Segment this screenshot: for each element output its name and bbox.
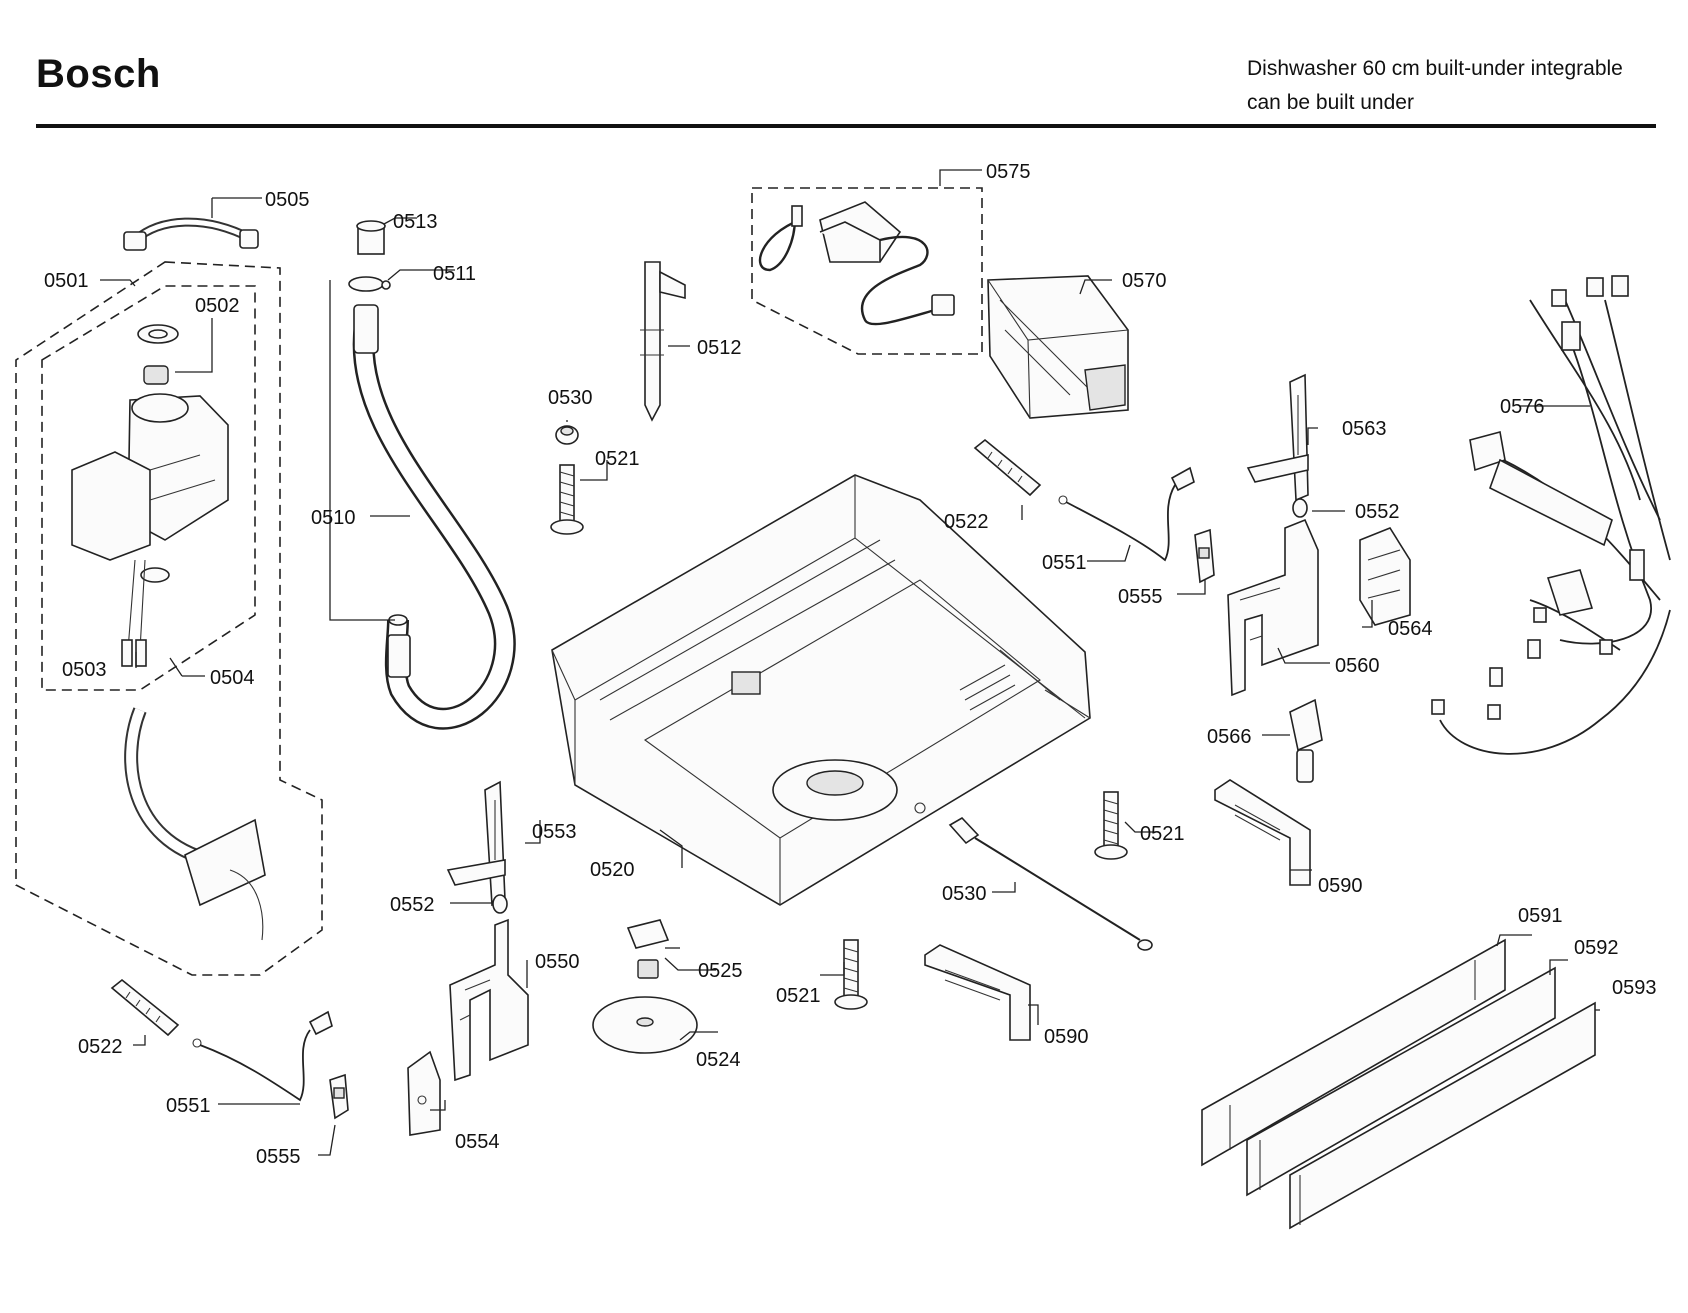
part-0590-support-bracket-upper xyxy=(1214,779,1311,886)
assembly-outline-0501 xyxy=(15,261,323,976)
callout-0563: 0563 xyxy=(1342,418,1387,440)
part-0550-hinge-plate xyxy=(449,918,529,1082)
callout-0592: 0592 xyxy=(1574,937,1619,959)
model-description-line-2: can be built under xyxy=(1247,91,1414,114)
callout-0590-lower: 0590 xyxy=(1044,1026,1089,1048)
callout-0524: 0524 xyxy=(696,1049,741,1071)
part-0530-cable-with-nut xyxy=(948,816,1153,951)
callout-0501: 0501 xyxy=(44,270,89,292)
part-0553-hinge-upper xyxy=(446,780,506,907)
part-0555-sensor-left xyxy=(329,1073,349,1120)
part-0522-heater-rod-right xyxy=(973,438,1042,497)
assembly-outline-0502 xyxy=(41,285,256,691)
callout-0511: 0511 xyxy=(433,263,476,285)
callout-0576: 0576 xyxy=(1500,396,1545,418)
callout-0575: 0575 xyxy=(986,161,1031,183)
part-0520-base-frame xyxy=(551,474,1091,906)
callout-0505: 0505 xyxy=(265,189,310,211)
part-0513-cap xyxy=(356,220,386,255)
assembly-outline-0575 xyxy=(751,187,983,355)
part-0554-bracket-left xyxy=(407,1050,441,1136)
callout-labels: 0505 0501 0502 0503 0504 0513 0511 0510 … xyxy=(44,161,1657,1168)
leader-lines xyxy=(100,169,1600,1156)
part-0552-clip-right xyxy=(1292,498,1308,518)
part-0521-screw-foot-lower xyxy=(834,939,868,1010)
model-description: Dishwasher 60 cm built-under integrable … xyxy=(1247,52,1623,120)
callout-0560: 0560 xyxy=(1335,655,1380,677)
part-0525-float-switch xyxy=(626,919,670,979)
part-0522-heater-rod-left xyxy=(110,978,180,1037)
callout-0551-left: 0551 xyxy=(166,1095,211,1117)
part-0521-screw-foot-upper xyxy=(550,464,584,535)
callout-0530-upper: 0530 xyxy=(548,387,593,409)
callout-0566: 0566 xyxy=(1207,726,1252,748)
part-0575-heater-pump xyxy=(758,201,955,326)
callout-0510: 0510 xyxy=(311,507,356,529)
callout-0570: 0570 xyxy=(1122,270,1167,292)
callout-0521-right: 0521 xyxy=(1140,823,1185,845)
callout-0590-upper: 0590 xyxy=(1318,875,1363,897)
part-0591-plinth-rear xyxy=(1201,938,1506,1167)
callout-0555-left: 0555 xyxy=(256,1146,301,1168)
callout-0513: 0513 xyxy=(393,211,438,233)
part-0524-float-disc xyxy=(592,996,698,1054)
part-0551-sensor-cable-left xyxy=(192,1010,333,1102)
part-0521-screw-foot-right xyxy=(1094,791,1128,860)
part-0566-latch xyxy=(1289,698,1323,783)
callout-0512: 0512 xyxy=(697,337,742,359)
part-0505-hose xyxy=(123,217,259,251)
part-0576-wiring-harness xyxy=(1431,275,1671,755)
part-0512-guide-rail xyxy=(640,261,686,422)
part-0551-sensor-cable-right xyxy=(1058,466,1195,562)
callout-0553: 0553 xyxy=(532,821,577,843)
part-0510-drain-hose xyxy=(352,304,516,730)
part-0552-clip-left xyxy=(492,894,508,914)
part-0563-hinge-upper-right xyxy=(1246,373,1309,502)
callout-0550: 0550 xyxy=(535,951,580,973)
callout-0551-right: 0551 xyxy=(1042,552,1087,574)
callout-0555-right: 0555 xyxy=(1118,586,1163,608)
part-0511-clamp xyxy=(348,276,391,292)
part-0592-plinth-middle xyxy=(1246,966,1556,1197)
part-0593-plinth-front xyxy=(1289,1001,1596,1230)
callout-0554: 0554 xyxy=(455,1131,500,1153)
callout-0525: 0525 xyxy=(698,960,743,982)
callout-0522-left: 0522 xyxy=(78,1036,123,1058)
callout-0522-right: 0522 xyxy=(944,511,989,533)
brand-title: Bosch xyxy=(36,52,161,96)
callout-0504: 0504 xyxy=(210,667,255,689)
callout-0502: 0502 xyxy=(195,295,240,317)
part-0555-sensor-right xyxy=(1194,528,1215,584)
callout-0521-upper: 0521 xyxy=(595,448,640,470)
callout-0593: 0593 xyxy=(1612,977,1657,999)
callout-0552-right: 0552 xyxy=(1355,501,1400,523)
callout-0591: 0591 xyxy=(1518,905,1563,927)
part-0560-hinge-plate-right xyxy=(1227,518,1319,697)
callout-0520: 0520 xyxy=(590,859,635,881)
part-0501-hose-to-connector xyxy=(124,707,266,941)
header-divider xyxy=(36,124,1656,128)
part-0564-bracket-right xyxy=(1359,527,1411,626)
callout-0503: 0503 xyxy=(62,659,107,681)
part-0504-inlet-valve xyxy=(71,393,229,667)
part-0590-support-bracket-lower xyxy=(924,944,1031,1041)
callout-0521-lower: 0521 xyxy=(776,985,821,1007)
part-0570-control-module xyxy=(987,275,1129,419)
model-description-line-1: Dishwasher 60 cm built-under integrable xyxy=(1247,57,1623,80)
part-0502-seal xyxy=(137,324,179,385)
callout-0564: 0564 xyxy=(1388,618,1433,640)
callout-0552-left: 0552 xyxy=(390,894,435,916)
callout-0530-lower: 0530 xyxy=(942,883,987,905)
part-0530-nut xyxy=(555,425,579,445)
